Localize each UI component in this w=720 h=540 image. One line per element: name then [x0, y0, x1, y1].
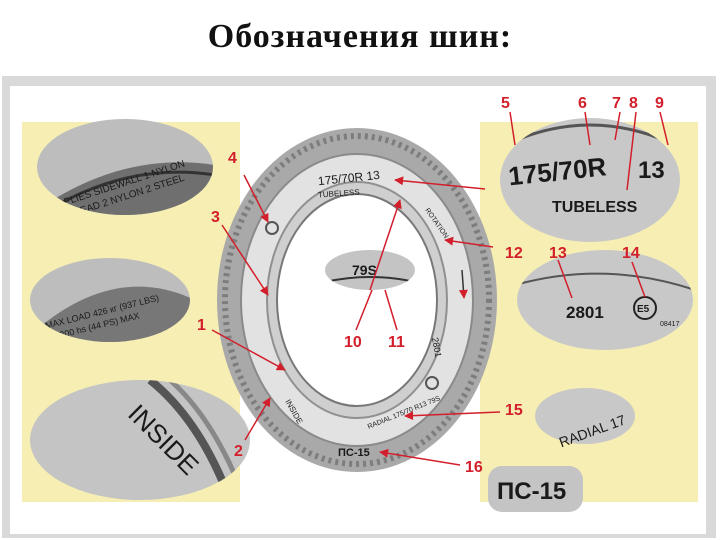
zoom-inside: INSIDE: [30, 380, 250, 500]
callout-5: 5: [501, 95, 510, 112]
callout-2: 2: [234, 443, 243, 460]
callout-9: 9: [655, 95, 664, 112]
callout-13: 13: [549, 245, 567, 262]
callout-11: 11: [388, 334, 405, 351]
callout-6: 6: [578, 95, 587, 112]
callout-14: 14: [622, 245, 640, 262]
zoom-rim-text: 13: [638, 157, 665, 184]
zoom-tubeless-text: TUBELESS: [552, 199, 638, 216]
callout-1: 1: [197, 317, 206, 334]
zoom-model: ПС-15: [488, 466, 583, 512]
tire: 175/70R 13 TUBELESS ROTATION 2801 RADIAL…: [217, 128, 497, 472]
callout-8: 8: [629, 95, 638, 112]
zoom-e-mark-text: E5: [637, 304, 650, 315]
callout-16: 16: [465, 459, 483, 476]
callout-15: 15: [505, 402, 523, 419]
zoom-model-text: ПС-15: [497, 478, 566, 505]
zoom-approval-text: 08417: [660, 321, 680, 328]
callout-7: 7: [612, 95, 621, 112]
tire-model-text: ПС-15: [338, 447, 370, 459]
zoom-date-text: 2801: [566, 303, 604, 322]
zoom-speed-code-text: 79S: [352, 262, 377, 278]
callout-4: 4: [228, 150, 237, 167]
callout-10: 10: [344, 334, 362, 351]
zoom-speed-code: 79S: [325, 250, 415, 290]
callout-3: 3: [211, 209, 220, 226]
callout-12: 12: [505, 245, 523, 262]
